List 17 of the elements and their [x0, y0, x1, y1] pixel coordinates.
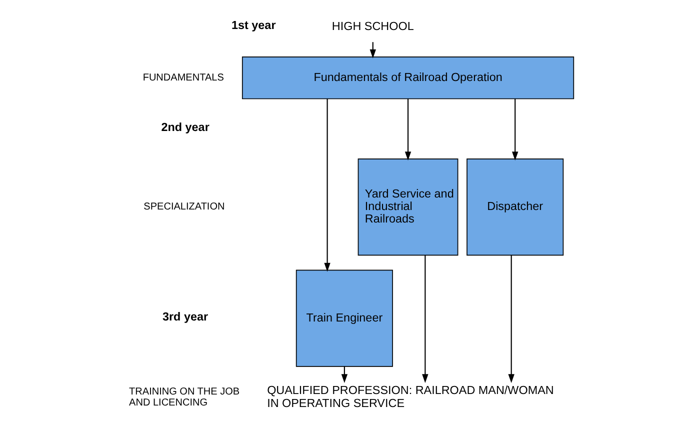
label: FUNDAMENTALS — [142, 72, 224, 84]
label: SPECIALIZATION — [143, 202, 224, 213]
arrow — [404, 98, 411, 161]
node-text: HIGH SCHOOL — [331, 20, 414, 33]
node-box: Yard Service and Industrial Railroads — [357, 158, 458, 256]
label: 2nd year — [160, 121, 209, 134]
arrow — [422, 255, 428, 384]
arrow — [508, 255, 514, 384]
node-text: QUALIFIED PROFESSION: RAILROAD MAN/WOMAN IN OPERATING SERVICE — [266, 384, 554, 410]
label: 1st year — [231, 19, 276, 32]
arrow — [512, 98, 518, 161]
node-box: Fundamentals of Railroad Operation — [241, 56, 574, 100]
label: 3rd year — [162, 310, 208, 324]
arrow — [324, 98, 330, 272]
node-box: Dispatcher — [466, 158, 564, 256]
node-box: Train Engineer — [295, 270, 392, 367]
label: TRAINING ON THE JOB AND LICENCING — [128, 386, 240, 408]
